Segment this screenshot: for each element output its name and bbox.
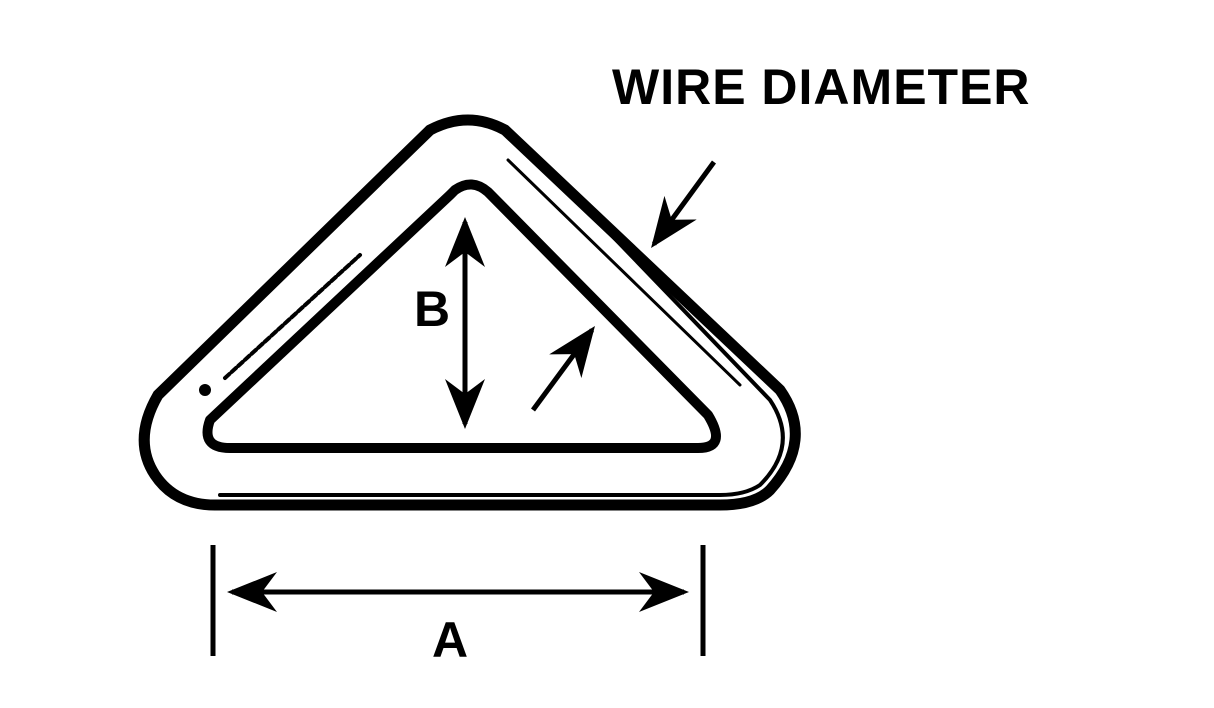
wire-end-dot [199, 384, 211, 396]
wire-diameter-arrow-outer [651, 160, 717, 249]
dimension-a-label: A [432, 612, 468, 668]
wire-highlight-left [223, 253, 362, 380]
ring-inner-edge [202, 179, 721, 453]
ring-outer-shadow [218, 138, 785, 497]
wire-diameter-arrow-inner [530, 325, 595, 412]
wire-diameter-label: WIRE DIAMETER [612, 59, 1031, 115]
dimension-b-label: B [414, 281, 450, 337]
triangle-ring [138, 114, 801, 511]
ring-outer-edge [138, 114, 801, 511]
wire-highlight-right [506, 158, 742, 387]
